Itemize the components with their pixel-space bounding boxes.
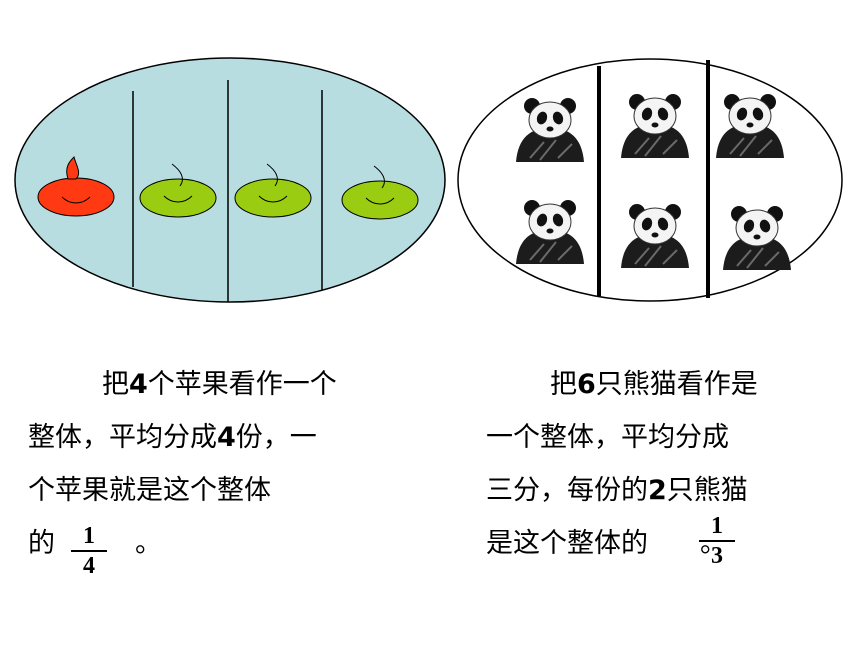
panda-icon (723, 206, 791, 270)
panda-icon (516, 200, 584, 264)
apple-icon (37, 156, 115, 217)
fraction-denominator: 4 (83, 553, 95, 579)
caption-line: 个苹果就是这个整体 (28, 464, 408, 517)
caption-text: 只熊猫看作是 (595, 369, 758, 400)
caption-line: 的。 (28, 517, 408, 570)
panda-caption: 把6只熊猫看作是 一个整体，平均分成 三分，每份的2只熊猫 是这个整体的 。 (486, 358, 846, 570)
caption-line: 整体，平均分成4份，一 (28, 411, 408, 464)
panda-icon (716, 94, 784, 158)
caption-number: 6 (577, 369, 596, 400)
caption-text: 个苹果看作一个 (147, 369, 337, 400)
panda-icon (621, 204, 689, 268)
fraction-numerator: 1 (83, 523, 95, 549)
apple-group (14, 57, 446, 303)
fraction-numerator: 1 (711, 513, 723, 539)
apple-icon (234, 163, 312, 218)
caption-text: 。 (135, 528, 162, 559)
panda-icon (516, 98, 584, 162)
caption-text: 只熊猫 (666, 475, 748, 506)
caption-text: 整体，平均分成 (28, 422, 217, 453)
fraction-bar (71, 550, 107, 552)
caption-number: 4 (129, 369, 148, 400)
caption-line: 一个整体，平均分成 (486, 411, 846, 464)
caption-text: 份，一 (235, 422, 317, 453)
caption-number: 2 (648, 475, 667, 506)
caption-text: 一个整体，平均分成 (486, 422, 729, 453)
caption-text: 把 (550, 369, 577, 400)
caption-number: 4 (217, 422, 236, 453)
apple-icon (341, 165, 419, 220)
fraction-bar (699, 540, 735, 542)
caption-line: 三分，每份的2只熊猫 (486, 464, 846, 517)
apple-whole-ellipse (14, 57, 446, 303)
caption-text: 。 (700, 528, 727, 559)
fraction-one-third: 1 3 (699, 513, 735, 569)
caption-text: 三分，每份的 (486, 475, 648, 506)
caption-line: 是这个整体的 。 (486, 517, 846, 570)
apple-caption: 把4个苹果看作一个 整体，平均分成4份，一 个苹果就是这个整体 的。 (28, 358, 408, 570)
caption-line: 把6只熊猫看作是 (486, 358, 846, 411)
caption-line: 把4个苹果看作一个 (28, 358, 408, 411)
panda-group (457, 58, 843, 302)
caption-text: 的 (28, 528, 55, 559)
caption-text: 个苹果就是这个整体 (28, 475, 271, 506)
fraction-denominator: 3 (711, 543, 723, 569)
panda-icon (621, 94, 689, 158)
apple-icon (139, 163, 217, 218)
caption-text: 是这个整体的 (486, 528, 648, 559)
fraction-one-quarter: 1 4 (71, 523, 107, 579)
caption-text: 把 (102, 369, 129, 400)
